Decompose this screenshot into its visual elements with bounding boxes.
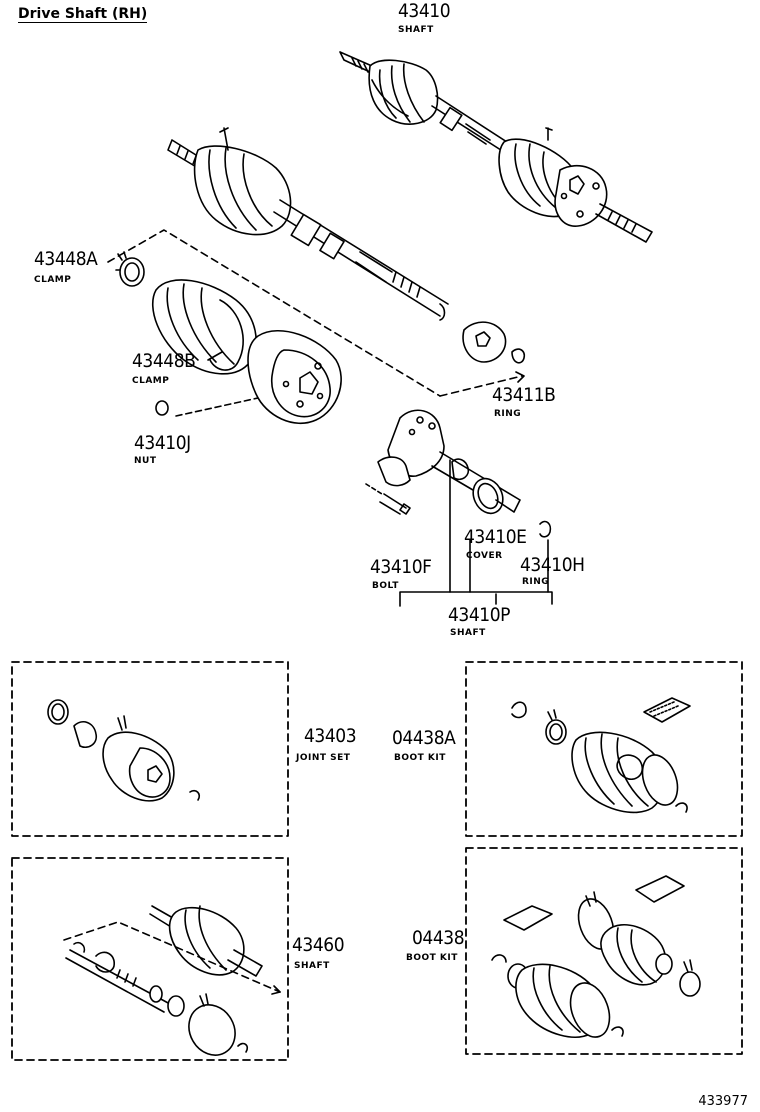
kit-box-outlines	[11, 661, 743, 1061]
part-name-shaft: SHAFT	[398, 25, 434, 35]
part-number-43410p: 43410P	[448, 604, 511, 626]
part-number-43460: 43460	[292, 934, 345, 956]
part-name-ring-b: RING	[494, 409, 522, 419]
drive-shaft-assembly-top	[339, 51, 653, 243]
part-number-43410: 43410	[398, 0, 451, 22]
part-number-43411b: 43411B	[492, 384, 556, 406]
part-name-clamp-b: CLAMP	[132, 376, 170, 386]
diagram-title: Drive Shaft (RH)	[18, 6, 148, 23]
intermediate-shaft	[365, 409, 553, 607]
part-number-43403: 43403	[304, 725, 357, 747]
boot-kit-parts	[491, 875, 701, 1038]
part-number-43410f: 43410F	[370, 556, 432, 578]
part-name-bolt: BOLT	[372, 581, 399, 591]
inboard-joint-exploded	[107, 229, 526, 425]
shaft-43460-parts	[63, 905, 281, 1056]
part-name-shaft-p: SHAFT	[450, 628, 486, 638]
part-name-boot-kit: BOOT KIT	[406, 953, 458, 963]
part-name-nut: NUT	[134, 456, 157, 466]
leader-clamp-b	[207, 351, 223, 361]
part-name-cover: COVER	[466, 551, 503, 561]
part-number-04438a: 04438A	[392, 727, 456, 749]
part-number-04438: 04438	[412, 927, 465, 949]
part-number-43410e: 43410E	[464, 526, 527, 548]
joint-set-parts	[47, 699, 201, 802]
part-number-43448b: 43448B	[132, 350, 196, 372]
boot-kit-a-parts	[511, 697, 691, 814]
drive-shaft-assembly-middle	[167, 127, 449, 321]
part-number-43448a: 43448A	[34, 248, 98, 270]
figure-number: 433977	[698, 1094, 748, 1109]
part-name-shaft-43460: SHAFT	[294, 961, 330, 971]
part-name-ring-h: RING	[522, 577, 550, 587]
part-name-clamp-a: CLAMP	[34, 275, 72, 285]
part-name-joint-set: JOINT SET	[296, 753, 351, 763]
part-name-boot-kit-a: BOOT KIT	[394, 753, 446, 763]
part-number-43410h: 43410H	[520, 554, 585, 576]
part-number-43410j: 43410J	[134, 432, 191, 454]
